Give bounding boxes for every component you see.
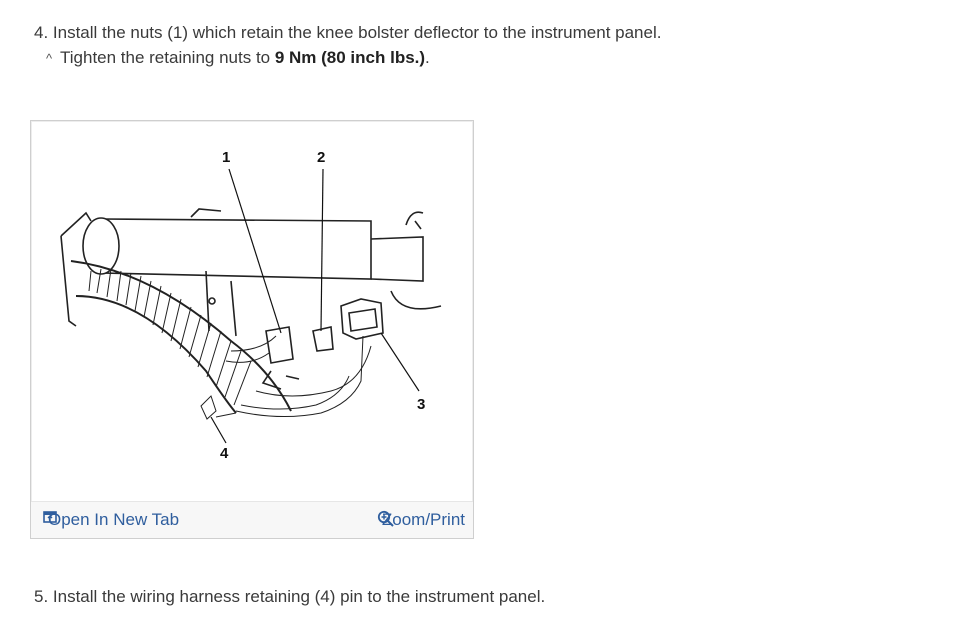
- callout-4: 4: [220, 445, 229, 462]
- step-4-instruction: 4. Install the nuts (1) which retain the…: [34, 22, 661, 44]
- figure-footer: Open In New Tab Zoom/Print: [31, 501, 473, 538]
- open-in-new-tab-label: Open In New Tab: [48, 510, 180, 529]
- step-5-instruction: 5. Install the wiring harness retaining …: [34, 586, 545, 608]
- wiring-harness-diagram: 1 2 3 4: [60, 149, 442, 462]
- caret-icon: ^: [46, 51, 53, 66]
- substep-text: Tighten the retaining nuts to: [60, 48, 275, 67]
- substep-period: .: [425, 48, 430, 67]
- torque-spec: 9 Nm (80 inch lbs.): [274, 48, 426, 67]
- zoom-print-label: Zoom/Print: [381, 510, 465, 529]
- step-5-text: 5. Install the wiring harness retaining …: [34, 587, 546, 606]
- callout-2: 2: [317, 149, 325, 166]
- step-4-text: 4. Install the nuts (1) which retain the…: [34, 23, 662, 42]
- callout-1: 1: [222, 149, 230, 166]
- step-4-substep: ^ Tighten the retaining nuts to 9 Nm (80 …: [46, 47, 430, 70]
- figure-box: 1 2 3 4 Open In New Tab Zoom/Print: [30, 120, 474, 539]
- open-in-new-tab-link[interactable]: Open In New Tab: [43, 510, 179, 530]
- zoom-print-link[interactable]: Zoom/Print: [377, 510, 465, 530]
- callout-3: 3: [417, 396, 425, 413]
